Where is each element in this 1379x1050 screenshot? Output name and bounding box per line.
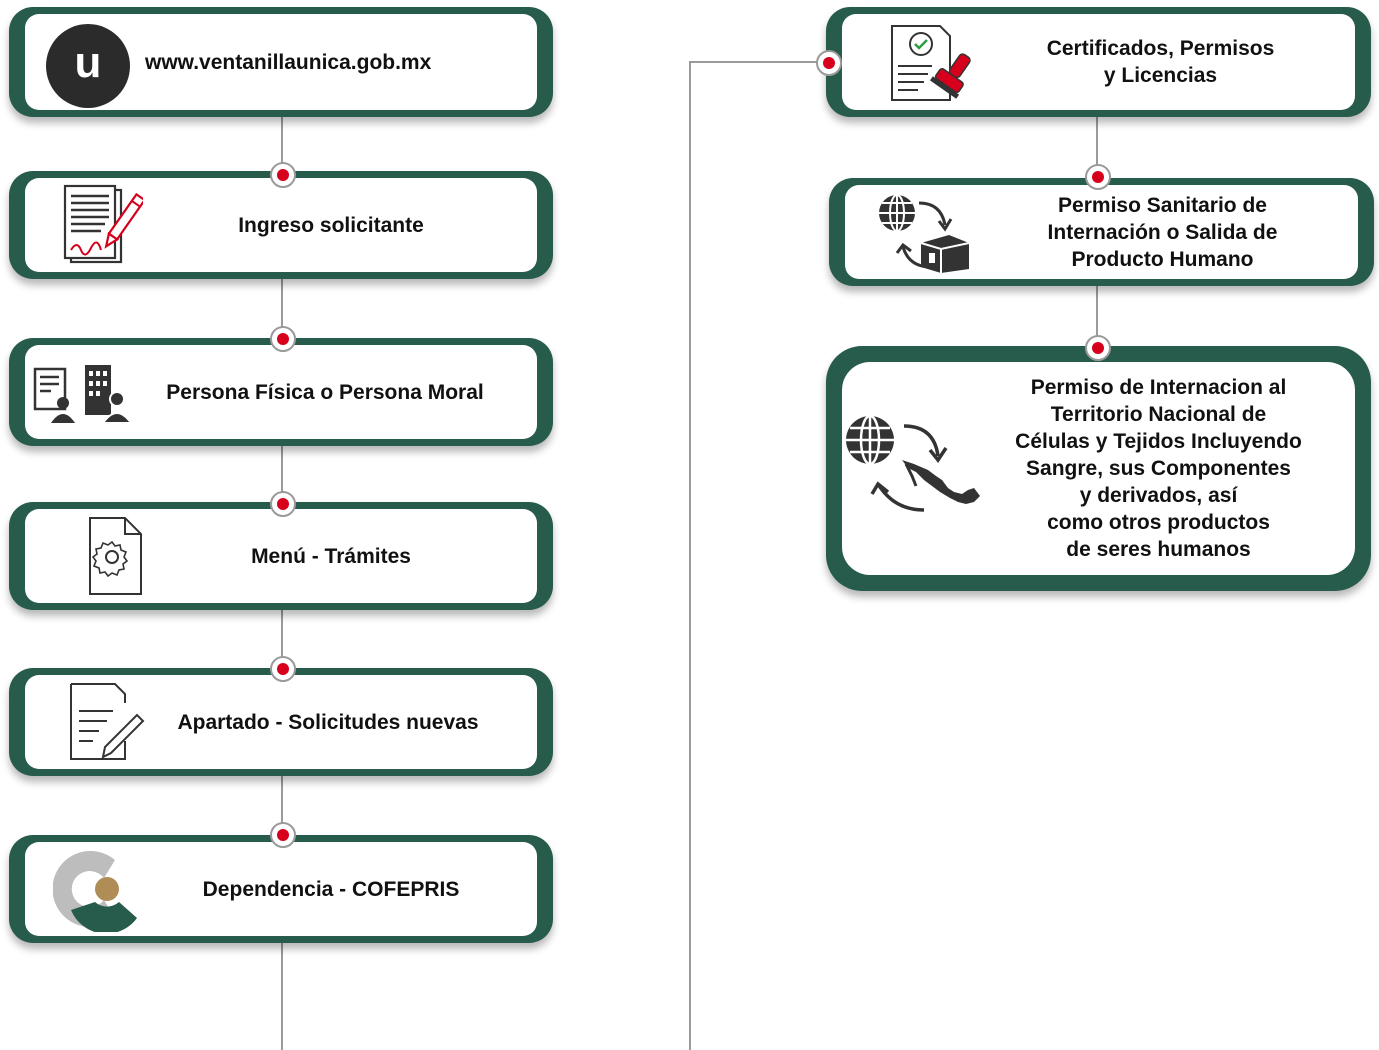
connector-node xyxy=(270,326,296,352)
connector-node xyxy=(270,491,296,517)
document-settings-icon xyxy=(89,517,142,595)
step-persona-label: Persona Física o Persona Moral xyxy=(166,380,484,404)
label-line: Permiso Sanitario de xyxy=(1058,193,1267,217)
connector-node xyxy=(270,162,296,188)
step-dependencia[interactable]: Dependencia - COFEPRIS xyxy=(9,835,553,943)
ventanilla-logo-icon: u xyxy=(46,24,130,108)
label-line: Producto Humano xyxy=(1071,247,1254,271)
step-permiso-internacion[interactable]: Permiso de Internacion al Territorio Nac… xyxy=(826,346,1371,591)
label-line: como otros productos xyxy=(1047,511,1270,534)
step-website-panel: u www.ventanillaunica.gob.mx xyxy=(25,14,537,110)
step-permiso-sanitario-panel: Permiso Sanitario de Internación o Salid… xyxy=(845,185,1358,279)
globe-package-exchange-icon xyxy=(879,194,970,273)
step-certificados-label: Certificados, Permisos y Licencias xyxy=(982,35,1339,89)
connector-line xyxy=(689,61,691,1050)
step-ingreso[interactable]: Ingreso solicitante xyxy=(9,171,553,279)
step-ingreso-panel: Ingreso solicitante xyxy=(25,178,537,272)
label-line: de seres humanos xyxy=(1066,538,1251,561)
label-line: y Licencias xyxy=(1103,64,1218,87)
label-line: Permiso de Internacion al xyxy=(1030,376,1287,399)
step-apartado[interactable]: Apartado - Solicitudes nuevas xyxy=(9,668,553,776)
ventanilla-logo-letter: u xyxy=(74,38,102,87)
step-permiso-sanitario-label: Permiso Sanitario de Internación o Salid… xyxy=(975,192,1350,273)
label-line: Internación o Salida de xyxy=(1047,220,1278,244)
person-and-company-icon xyxy=(33,365,133,424)
step-permiso-sanitario[interactable]: Permiso Sanitario de Internación o Salid… xyxy=(829,178,1374,286)
cofepris-logo-icon xyxy=(53,851,137,932)
document-edit-icon xyxy=(70,683,145,760)
step-permiso-internacion-label: Permiso de Internacion al Territorio Nac… xyxy=(970,374,1347,563)
signed-document-icon xyxy=(63,184,143,264)
certificate-stamp-icon xyxy=(891,25,971,101)
connector-node xyxy=(270,822,296,848)
connector-node xyxy=(1085,164,1111,190)
step-dependencia-panel: Dependencia - COFEPRIS xyxy=(25,842,537,936)
step-menu-panel: Menú - Trámites xyxy=(25,509,537,603)
connector-node xyxy=(1085,335,1111,361)
step-website[interactable]: u www.ventanillaunica.gob.mx xyxy=(9,7,553,117)
label-line: Territorio Nacional de xyxy=(1050,403,1267,426)
globe-mexico-exchange-icon xyxy=(846,414,980,512)
label-line: Células y Tejidos Incluyendo xyxy=(1015,430,1302,453)
step-menu-label: Menú - Trámites xyxy=(251,544,411,568)
step-ingreso-label: Ingreso solicitante xyxy=(238,213,424,237)
connector-line xyxy=(689,61,829,63)
connector-node xyxy=(270,656,296,682)
step-persona[interactable]: Persona Física o Persona Moral xyxy=(9,338,553,446)
step-certificados-panel: Certificados, Permisos y Licencias xyxy=(842,14,1355,110)
label-line: Sangre, sus Componentes xyxy=(1026,457,1291,480)
step-apartado-panel: Apartado - Solicitudes nuevas xyxy=(25,675,537,769)
label-line: y derivados, así xyxy=(1079,484,1238,507)
connector-node xyxy=(816,50,842,76)
step-menu[interactable]: Menú - Trámites xyxy=(9,502,553,610)
label-line: Certificados, Permisos xyxy=(1046,37,1275,60)
step-persona-panel: Persona Física o Persona Moral xyxy=(25,345,537,439)
step-dependencia-label: Dependencia - COFEPRIS xyxy=(202,877,460,901)
step-permiso-internacion-panel: Permiso de Internacion al Territorio Nac… xyxy=(842,362,1355,575)
step-certificados[interactable]: Certificados, Permisos y Licencias xyxy=(826,7,1371,117)
step-website-label: www.ventanillaunica.gob.mx xyxy=(145,50,432,74)
step-apartado-label: Apartado - Solicitudes nuevas xyxy=(177,710,479,734)
